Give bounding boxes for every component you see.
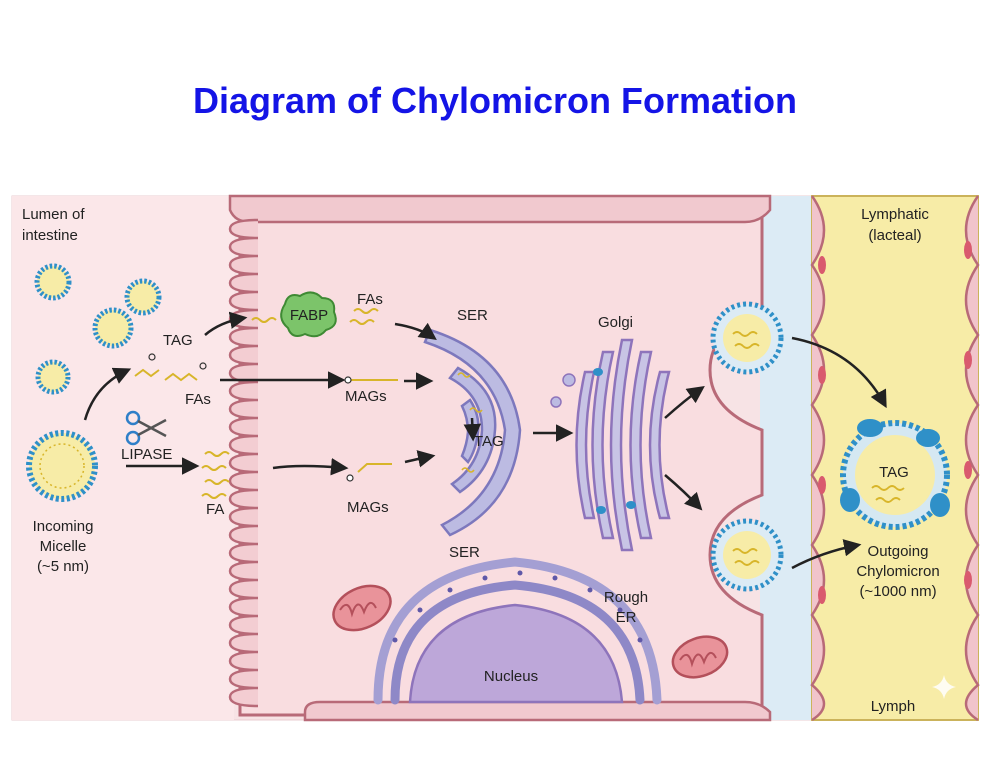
golgi-apparatus (575, 338, 671, 552)
micelle-small-1 (34, 263, 72, 301)
mitochondrion-right (671, 635, 729, 679)
label-chylomicron-line2: Chylomicron (856, 563, 939, 580)
label-lipase: LIPASE (121, 446, 172, 463)
lacteal-right-wall (964, 195, 980, 722)
label-ser-top: SER (457, 307, 488, 324)
label-lumen-line1: Lumen of (22, 206, 85, 223)
label-ser-bottom: SER (449, 544, 480, 561)
label-micelle-line1: Incoming (33, 518, 94, 535)
label-tag-chylomicron: TAG (879, 464, 909, 481)
label-nucleus: Nucleus (484, 668, 538, 685)
chylomicron-vesicle-upper (710, 301, 784, 375)
mag-headgroups (344, 376, 354, 482)
endothelial-nuclei (818, 241, 972, 604)
mitochondrion-left (332, 584, 392, 632)
label-micelle-line2: Micelle (40, 538, 87, 555)
tag-molecule (134, 353, 207, 382)
interstitial-space (760, 196, 816, 720)
label-fas-lumen: FAs (185, 391, 211, 408)
scissors-icon (125, 410, 167, 446)
pathway-arrows (83, 311, 887, 570)
label-micelle-line3: (~5 nm) (37, 558, 89, 575)
micelle-small-2 (124, 278, 162, 316)
fatty-acid-chains-cell (251, 308, 398, 473)
upper-cell-membrane (228, 194, 772, 224)
label-tag-lumen: TAG (163, 332, 193, 349)
lower-cell-membrane (303, 700, 772, 722)
sparkle-icon (932, 675, 956, 699)
label-lymph: Lymph (871, 698, 915, 715)
ser-lipid-droplets (457, 372, 483, 473)
incoming-micelle (26, 430, 98, 502)
fa-squiggles (201, 451, 230, 499)
label-lymphatic-line2: (lacteal) (868, 227, 921, 244)
label-lymphatic-line1: Lymphatic (861, 206, 929, 223)
label-chylomicron-line3: (~1000 nm) (859, 583, 936, 600)
label-fas-cell: FAs (357, 291, 383, 308)
chylomicron-vesicle-lower (710, 518, 784, 592)
fabp-protein (280, 291, 337, 338)
rough-er (373, 557, 662, 705)
label-mags-upper: MAGs (345, 388, 387, 405)
label-fa: FA (206, 501, 224, 518)
outgoing-chylomicron (840, 419, 950, 530)
rough-er-ribosomes (392, 570, 643, 643)
label-chylomicron-line1: Outgoing (868, 543, 929, 560)
micelle-small-4 (35, 359, 71, 395)
label-fabp: FABP (290, 307, 328, 324)
label-tag-er: TAG (474, 433, 504, 450)
microvilli-brush-border (228, 218, 259, 708)
page-title: Diagram of Chylomicron Formation (192, 80, 798, 121)
nucleus (408, 603, 624, 704)
golgi-vesicles (550, 368, 636, 514)
label-mags-lower: MAGs (347, 499, 389, 516)
micelle-small-3 (92, 307, 134, 349)
label-rough-er-line2: ER (616, 609, 637, 626)
label-lumen-line2: intestine (22, 227, 78, 244)
label-rough-er-line1: Rough (604, 589, 648, 606)
label-golgi: Golgi (598, 314, 633, 331)
